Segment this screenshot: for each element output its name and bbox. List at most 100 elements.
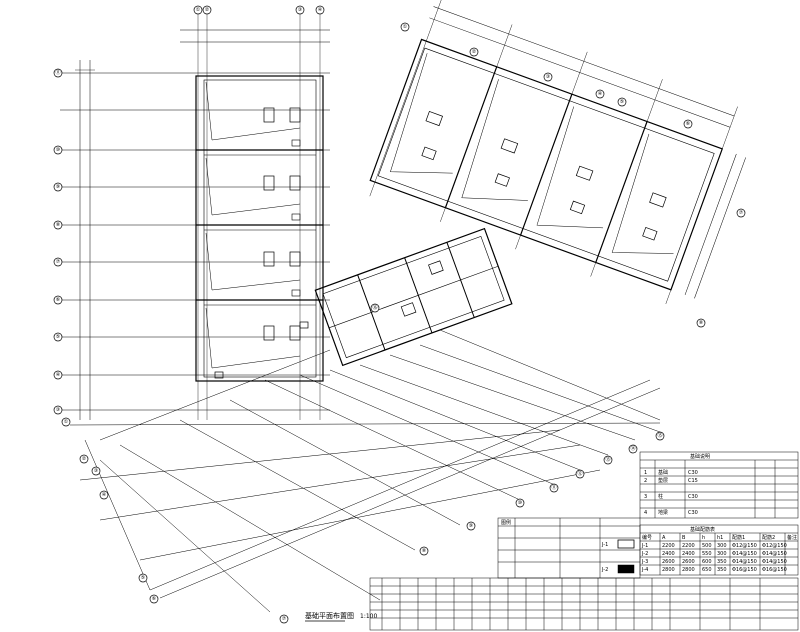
table-header: h1 — [717, 535, 723, 541]
table-cell: C30 — [688, 510, 698, 516]
grid-bubble: ② — [469, 47, 479, 57]
grid-bubble: ⑤ — [138, 573, 148, 583]
schedule-rows: J-1 2200 2200 500 300 Φ12@150 Φ12@150 J-… — [641, 543, 787, 573]
svg-text:⑧: ⑧ — [699, 320, 704, 326]
grid-bubble: ⑥ — [683, 119, 693, 129]
notes-table-title: 基础说明 — [690, 453, 710, 460]
svg-text:④: ④ — [318, 7, 323, 13]
svg-text:⑥: ⑥ — [56, 297, 61, 303]
table-cell: Φ12@150 — [732, 543, 757, 549]
grid-bubble: ⑥ — [53, 295, 63, 305]
table-cell: 600 — [702, 559, 712, 565]
table-header: h — [702, 535, 705, 541]
svg-text:⑮: ⑮ — [657, 432, 662, 439]
svg-text:④: ④ — [102, 492, 107, 498]
table-cell: C30 — [688, 470, 698, 476]
svg-text:①: ① — [403, 24, 408, 30]
table-cell: 3 — [644, 494, 647, 500]
grid-bubble: ① — [193, 5, 203, 15]
svg-text:⑨: ⑨ — [56, 184, 60, 190]
bottom-schedule-grid — [369, 577, 799, 631]
notes-table-rows: 1 基础 C30 2 垫层 C15 3 柱 C30 4 地梁 C30 — [644, 469, 698, 516]
right-wing — [369, 0, 746, 304]
grid-bubble: ⑩ — [53, 145, 63, 155]
svg-text:③: ③ — [546, 74, 550, 80]
legend-item-label: J-2 — [601, 567, 608, 573]
svg-text:⑩: ⑩ — [56, 147, 61, 153]
grid-bubble: ④ — [99, 490, 109, 500]
table-cell: 2400 — [662, 551, 675, 557]
svg-text:⑥: ⑥ — [152, 596, 157, 602]
table-cell: 垫层 — [658, 477, 668, 484]
svg-text:⑥: ⑥ — [686, 121, 691, 127]
svg-text:⑭: ⑭ — [630, 445, 635, 452]
svg-text:⑪: ⑪ — [55, 69, 60, 76]
table-header: 备注 — [787, 534, 797, 541]
svg-text:⑪: ⑪ — [551, 484, 556, 491]
svg-text:④: ④ — [56, 372, 61, 378]
table-cell: 基础 — [658, 469, 668, 476]
grid-bubble: ① — [61, 417, 71, 427]
grid-bubble: ⑪ — [53, 68, 63, 78]
table-cell: Φ14@150 — [762, 551, 787, 557]
top-left-grid-bubbles: ① ② ③ ④ — [193, 5, 325, 15]
grid-bubble: ⑪ — [549, 483, 559, 493]
table-header: B — [682, 535, 686, 541]
table-cell: 2600 — [662, 559, 675, 565]
grid-bubble: ⑨ — [53, 182, 63, 192]
svg-text:⑬: ⑬ — [605, 456, 610, 463]
table-cell: 地梁 — [658, 509, 668, 516]
table-cell: 350 — [717, 567, 727, 573]
grid-bubble: ⑩ — [515, 498, 525, 508]
grid-bubble: ⑤ — [617, 97, 627, 107]
grid-bubble: ③ — [91, 466, 101, 476]
table-cell: 4 — [644, 510, 647, 516]
svg-text:⑦: ⑦ — [282, 616, 287, 622]
table-cell: 350 — [717, 559, 727, 565]
grid-bubble: ⑭ — [628, 444, 638, 454]
svg-text:⑤: ⑤ — [56, 334, 60, 340]
legend-heading: 图例 — [501, 519, 511, 526]
svg-text:①: ① — [64, 419, 69, 425]
legend-item-label: J-1 — [601, 542, 608, 548]
table-cell: 300 — [717, 543, 727, 549]
left-grid-bubbles: ⑪ ⑩ ⑨ ⑧ ⑦ ⑥ ⑤ ④ ③ — [53, 68, 63, 415]
svg-text:⑤: ⑤ — [620, 99, 624, 105]
svg-text:⑧: ⑧ — [422, 548, 427, 554]
table-cell: 1 — [644, 470, 647, 476]
plan-title: 基础平面布置图 — [305, 611, 354, 620]
table-cell: J-3 — [641, 559, 648, 565]
central-link-block — [314, 227, 513, 367]
table-cell: Φ16@150 — [732, 567, 757, 573]
grid-bubble: ⑧ — [696, 318, 706, 328]
table-cell: 550 — [702, 551, 712, 557]
table-cell: 2600 — [682, 559, 695, 565]
table-cell: C30 — [688, 494, 698, 500]
grid-bubble: ⑨ — [466, 521, 476, 531]
grid-bubble: ⑦ — [279, 614, 289, 624]
svg-text:①: ① — [196, 7, 201, 13]
svg-text:③: ③ — [94, 468, 98, 474]
grid-bubble: ① — [400, 22, 410, 32]
svg-text:⑦: ⑦ — [56, 259, 61, 265]
table-cell: Φ14@150 — [762, 559, 787, 565]
table-cell: J-4 — [641, 567, 648, 573]
grid-bubble: ⑦ — [53, 257, 63, 267]
svg-text:⑦: ⑦ — [739, 210, 744, 216]
grid-bubble: ⑫ — [575, 469, 585, 479]
bottom-grid-bubbles: ① ② ③ ④ ⑤ ⑥ ⑦ ⑧ ⑨ ⑩ ⑪ ⑫ ⑬ ⑭ ⑮ ⑯ — [61, 303, 665, 624]
grid-bubble: ⑤ — [53, 332, 63, 342]
grid-bubble: ④ — [595, 89, 605, 99]
table-cell: Φ14@150 — [732, 551, 757, 557]
table-cell: 柱 — [658, 493, 663, 500]
grid-bubble: ⑯ — [370, 303, 380, 313]
table-cell: Φ16@150 — [762, 567, 787, 573]
svg-text:⑨: ⑨ — [469, 523, 473, 529]
table-cell: 500 — [702, 543, 712, 549]
grid-bubble: ② — [79, 454, 89, 464]
table-cell: 300 — [717, 551, 727, 557]
schedule-table — [639, 524, 799, 576]
grid-bubble: ③ — [543, 72, 553, 82]
schedule-header-row: 编号 A B h h1 配筋1 配筋2 备注 — [642, 534, 797, 541]
